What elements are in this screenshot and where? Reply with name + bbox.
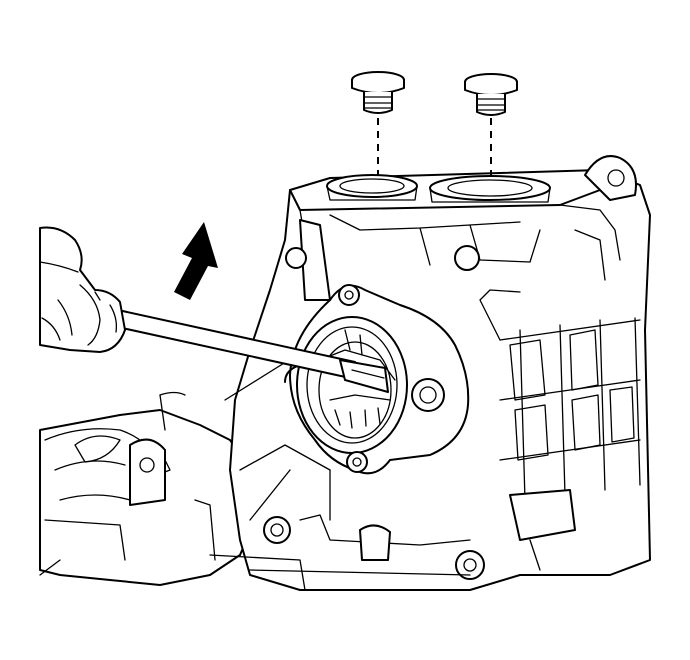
arrow-up-icon	[174, 222, 218, 300]
bolt-icon	[464, 73, 518, 116]
plug-assembly	[326, 118, 551, 203]
hand-icon	[39, 226, 126, 353]
bolt-icon	[351, 71, 405, 114]
